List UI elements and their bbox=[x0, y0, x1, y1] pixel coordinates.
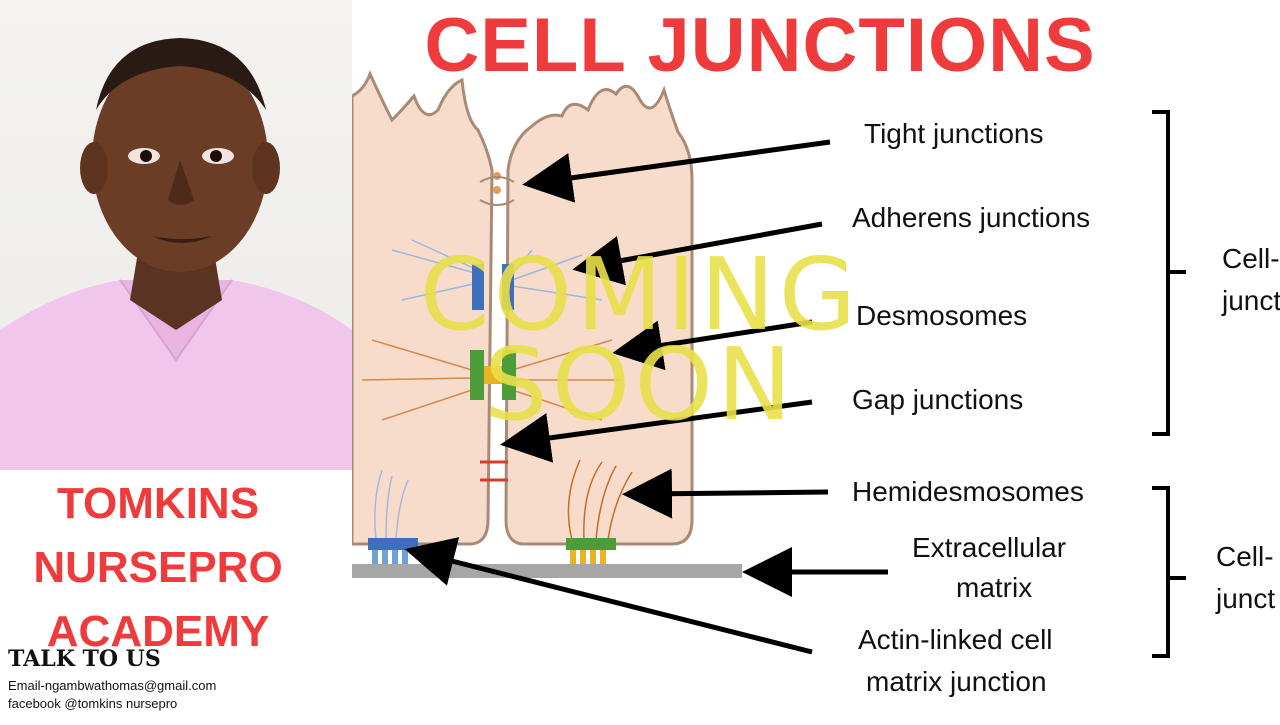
academy-line-2: NURSEPRO bbox=[33, 543, 283, 592]
label-actin-linked-2: matrix junction bbox=[866, 666, 1047, 697]
label-extracellular-matrix-1: Extracellular bbox=[912, 532, 1067, 563]
label-actin-linked-1: Actin-linked cell bbox=[858, 624, 1053, 655]
academy-line-3: ACADEMY bbox=[46, 607, 270, 656]
label-hemidesmosomes: Hemidesmosomes bbox=[852, 476, 1084, 507]
group-brackets bbox=[1152, 110, 1186, 658]
group-label-cell-matrix: Cell- junct bbox=[1216, 536, 1275, 620]
label-arrows bbox=[404, 139, 888, 655]
label-tight-junctions: Tight junctions bbox=[864, 118, 1044, 149]
cell-junction-illustration bbox=[350, 70, 1186, 658]
label-desmosomes: Desmosomes bbox=[856, 300, 1028, 331]
cell-junction-diagram bbox=[350, 0, 1280, 720]
hemidesmosome bbox=[570, 550, 606, 572]
label-adherens-junctions: Adherens junctions bbox=[852, 202, 1091, 233]
intermediate-filaments bbox=[361, 339, 622, 421]
page-title: CELL JUNCTIONS bbox=[424, 3, 1096, 88]
contact-facebook: facebook @tomkins nursepro bbox=[8, 696, 178, 711]
adherens-junction-left bbox=[472, 264, 484, 310]
coming-soon-line-1: COMING bbox=[419, 236, 861, 353]
group-label-cell-matrix-2: junct bbox=[1216, 583, 1276, 614]
presenter-illustration bbox=[0, 38, 352, 470]
desmosome-right bbox=[502, 350, 516, 400]
left-cell bbox=[350, 70, 494, 546]
group-label-cell-matrix-1: Cell- bbox=[1216, 541, 1274, 572]
adherens-junction-right bbox=[502, 264, 514, 310]
presenter-photo bbox=[0, 0, 352, 470]
desmosome-left bbox=[470, 350, 484, 400]
coming-soon-overlay: COMING SOON bbox=[390, 236, 890, 443]
label-extracellular-matrix-2: matrix bbox=[956, 572, 1033, 603]
group-label-cell-cell-2: junct bbox=[1222, 285, 1280, 316]
actin-linked-fibers bbox=[374, 469, 409, 541]
extracellular-matrix-bar bbox=[352, 564, 742, 578]
coming-soon-line-2: SOON bbox=[484, 326, 796, 443]
academy-name: TOMKINS NURSEPRO ACADEMY bbox=[0, 472, 316, 664]
academy-line-1: TOMKINS bbox=[56, 479, 260, 528]
talk-to-us-heading: TALK TO US bbox=[8, 646, 161, 672]
actin-fibers-blue bbox=[391, 239, 603, 301]
hemidesmosome-fibers bbox=[567, 459, 633, 541]
group-label-cell-cell-1: Cell- bbox=[1222, 243, 1280, 274]
contact-email: Email-ngambwathomas@gmail.com bbox=[8, 678, 217, 693]
label-gap-junctions: Gap junctions bbox=[852, 384, 1024, 415]
group-label-cell-cell: Cell- junct bbox=[1222, 238, 1280, 322]
